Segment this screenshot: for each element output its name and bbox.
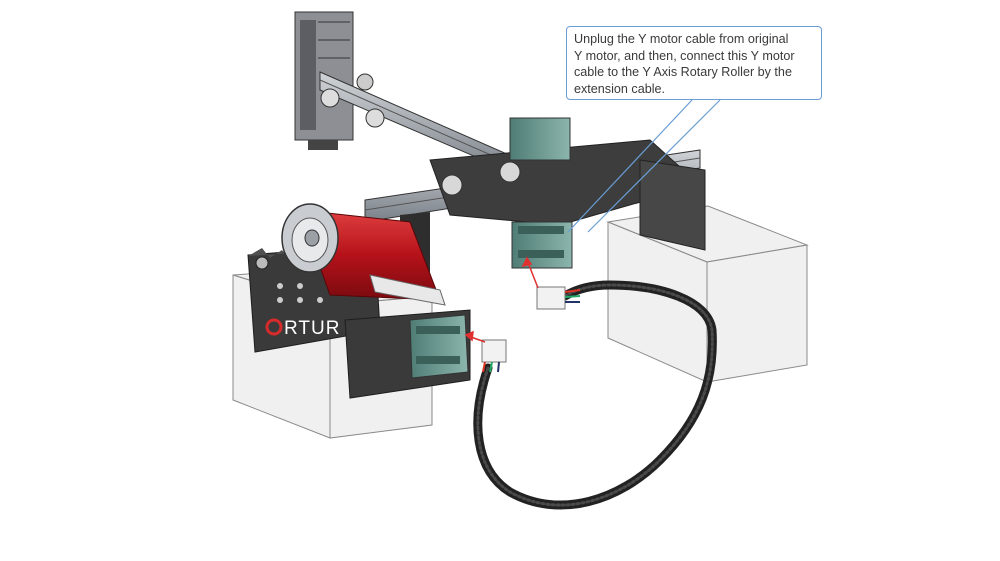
- ortur-logo: RTUR: [265, 318, 340, 339]
- callout-line-2: Y motor, and then, connect this Y motor: [574, 48, 795, 63]
- callout-line-4: extension cable.: [574, 81, 666, 96]
- red-arrow-roller: [464, 330, 486, 343]
- y-axis-rail: [364, 139, 706, 251]
- brand-logo-text: RTUR: [284, 318, 340, 339]
- cable-connector-top: [536, 286, 581, 310]
- callout-line-3: cable to the Y Axis Rotary Roller by the: [574, 65, 792, 80]
- right-support-box: [606, 205, 809, 383]
- red-arrow-motor: [521, 256, 539, 289]
- red-roller: [281, 203, 446, 306]
- callout-line-1: Unplug the Y motor cable from original: [574, 32, 789, 46]
- cable-connector-bottom: [481, 339, 507, 373]
- callout-pointer: [567, 99, 721, 233]
- rotary-roller-motor: [409, 314, 469, 379]
- extension-cable: [473, 280, 717, 510]
- original-y-motor: [509, 117, 573, 269]
- instruction-callout: Unplug the Y motor cable from original Y…: [566, 26, 822, 100]
